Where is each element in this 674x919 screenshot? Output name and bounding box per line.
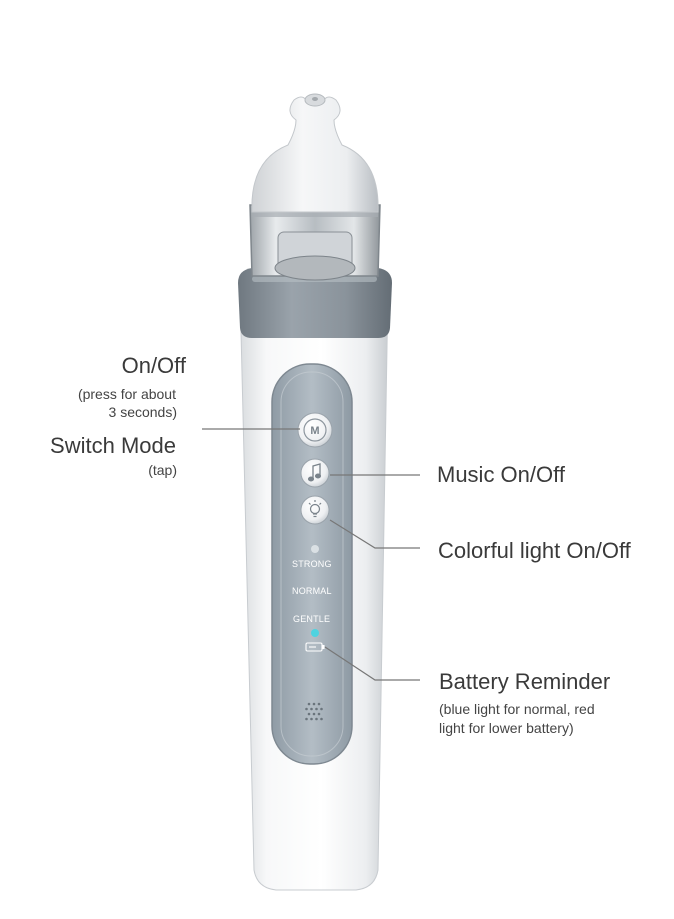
battery-label: Battery Reminder <box>439 669 611 694</box>
gentle-indicator <box>311 629 319 637</box>
mode-m-icon: M <box>310 425 319 437</box>
chamber-filter <box>274 255 356 281</box>
battery-note-line-2: light for lower battery) <box>439 720 574 736</box>
strong-label: STRONG <box>292 559 332 569</box>
nozzle-cap <box>251 96 379 213</box>
normal-label: NORMAL <box>292 586 332 596</box>
battery-note-line-1: (blue light for normal, red <box>439 701 595 717</box>
on-off-note-line-2: 3 seconds) <box>108 404 177 420</box>
control-panel <box>271 363 353 765</box>
speaker-grille-icon <box>305 702 323 721</box>
music-button <box>300 458 330 488</box>
battery-icon <box>305 642 325 652</box>
light-button <box>300 495 330 525</box>
switch-mode-label: Switch Mode <box>50 433 176 458</box>
music-label: Music On/Off <box>437 462 565 487</box>
music-note-icon <box>307 463 322 482</box>
mode-button-inner <box>303 418 327 442</box>
strong-indicator <box>311 545 319 553</box>
switch-mode-note: (tap) <box>148 462 177 478</box>
nozzle-tip-hole <box>312 97 318 101</box>
on-off-label: On/Off <box>121 353 186 378</box>
panel-inner-window <box>280 371 344 757</box>
light-label: Colorful light On/Off <box>438 538 631 563</box>
device-ring <box>238 268 392 338</box>
light-leader <box>329 519 420 549</box>
mode-button-ring <box>297 412 333 448</box>
on-off-note-line-1: (press for about <box>77 386 176 402</box>
light-bulb-icon <box>308 500 322 518</box>
gentle-label: GENTLE <box>293 614 331 624</box>
battery-leader <box>324 646 420 681</box>
